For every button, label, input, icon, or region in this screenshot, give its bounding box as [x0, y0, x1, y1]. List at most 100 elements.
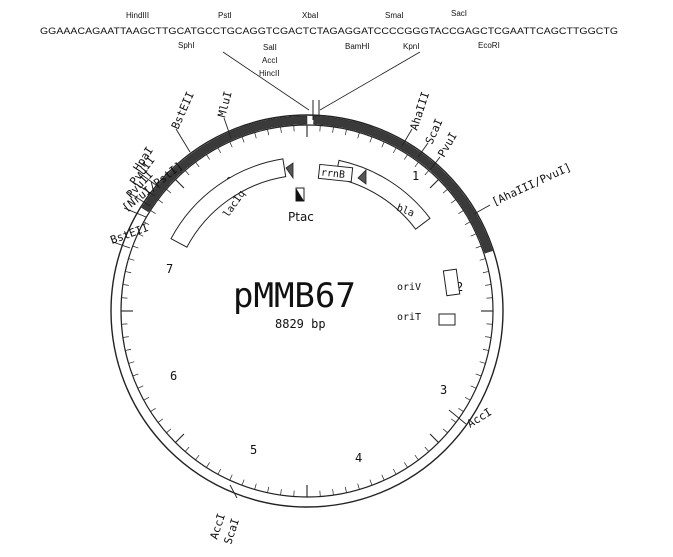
minor-tick: [476, 246, 482, 248]
tick-label-3: 3: [440, 383, 447, 397]
major-tick: [430, 434, 438, 442]
minor-tick: [382, 142, 384, 147]
minor-tick: [393, 469, 396, 474]
site-mlui: MluI: [215, 90, 234, 119]
minor-tick: [483, 349, 489, 350]
minor-tick: [382, 475, 384, 480]
minor-tick: [133, 374, 139, 376]
site-ahaiii-pvui: [AhaIII/PvuI]: [490, 161, 574, 209]
minor-tick: [267, 129, 268, 135]
site-bamhi: BamHI: [345, 42, 369, 51]
vector-segment-right: [314, 116, 493, 253]
minor-tick: [158, 200, 163, 204]
minor-tick: [451, 200, 456, 204]
minor-tick: [151, 408, 156, 411]
site-bsteii-left: BstEII: [109, 221, 151, 247]
minor-tick: [425, 447, 429, 452]
orit-label: oriT: [397, 312, 421, 323]
minor-tick: [242, 137, 244, 143]
minor-tick: [345, 129, 346, 135]
minor-tick: [333, 127, 334, 133]
minor-tick: [129, 259, 135, 261]
minor-tick: [129, 362, 135, 364]
minor-tick: [345, 487, 346, 493]
site-acci-right: AccI: [465, 405, 494, 430]
oriv-box: [443, 269, 459, 296]
major-tick: [430, 179, 438, 187]
minor-tick: [404, 155, 407, 160]
minor-tick: [480, 259, 486, 261]
site-psti: PstI: [218, 11, 232, 20]
minor-tick: [358, 133, 360, 139]
site-saci: SacI: [451, 9, 467, 18]
minor-tick: [370, 137, 372, 143]
minor-tick: [267, 487, 268, 493]
minor-tick: [144, 397, 149, 400]
minor-tick: [125, 349, 131, 350]
mcs-connector-right: [320, 52, 420, 110]
restriction-sites: MluI BstEII HpaI PvuII PvuII [NruI/PstI]…: [109, 90, 574, 546]
site-sali: SalI: [263, 43, 277, 52]
minor-tick: [125, 271, 131, 272]
minor-tick: [166, 429, 171, 433]
tick-label-6: 6: [170, 369, 177, 383]
tick-label-7: 7: [166, 262, 173, 276]
minor-tick: [465, 397, 470, 400]
tick-label-4: 4: [355, 451, 362, 465]
minor-tick: [485, 285, 491, 286]
tick-label-5: 5: [250, 443, 257, 457]
minor-tick: [242, 480, 244, 486]
minor-tick: [138, 386, 143, 388]
plasmid-name: pMMB67: [233, 276, 356, 316]
minor-tick: [185, 170, 189, 175]
site-bsteii-top: BstEII: [169, 90, 197, 132]
minor-tick: [196, 162, 200, 167]
orit-box: [439, 314, 455, 325]
minor-tick: [485, 337, 491, 338]
site-sphi: SphI: [178, 41, 194, 50]
minor-tick: [206, 155, 209, 160]
minor-tick: [255, 484, 257, 490]
minor-tick: [465, 222, 470, 225]
minor-tick: [218, 148, 221, 153]
minor-tick: [255, 133, 257, 139]
site-kpni: KpnI: [403, 42, 419, 51]
minor-tick: [133, 246, 139, 248]
minor-tick: [415, 455, 419, 460]
minor-tick: [480, 362, 486, 364]
minor-tick: [443, 429, 448, 433]
minor-tick: [458, 210, 463, 213]
minor-tick: [158, 419, 163, 423]
oriv-label: oriV: [397, 282, 421, 293]
major-tick: [175, 434, 183, 442]
minor-tick: [393, 148, 396, 153]
minor-tick: [358, 484, 360, 490]
site-ahaiii: AhaIII: [407, 90, 432, 132]
minor-tick: [281, 489, 282, 495]
minor-tick: [451, 419, 456, 423]
minor-tick: [166, 189, 171, 193]
minor-tick: [123, 285, 129, 286]
minor-tick: [123, 337, 129, 338]
ptac-label: Ptac: [288, 210, 314, 224]
minor-tick: [196, 455, 200, 460]
site-smai: SmaI: [385, 11, 404, 20]
minor-tick: [281, 127, 282, 133]
minor-tick: [370, 480, 372, 486]
minor-tick: [458, 408, 463, 411]
major-tick: [175, 179, 183, 187]
plasmid-size: 8829 bp: [275, 317, 326, 331]
minor-tick: [471, 234, 476, 236]
minor-tick: [483, 271, 489, 272]
tick-label-1: 1: [412, 169, 419, 183]
minor-tick: [415, 162, 419, 167]
minor-tick: [185, 447, 189, 452]
site-hindiii: HindIII: [126, 11, 149, 20]
site-hincii: HincII: [259, 69, 279, 78]
minor-tick: [151, 210, 156, 213]
minor-tick: [333, 489, 334, 495]
laciq-arrow-icon: [286, 163, 293, 178]
minor-tick: [230, 475, 232, 480]
